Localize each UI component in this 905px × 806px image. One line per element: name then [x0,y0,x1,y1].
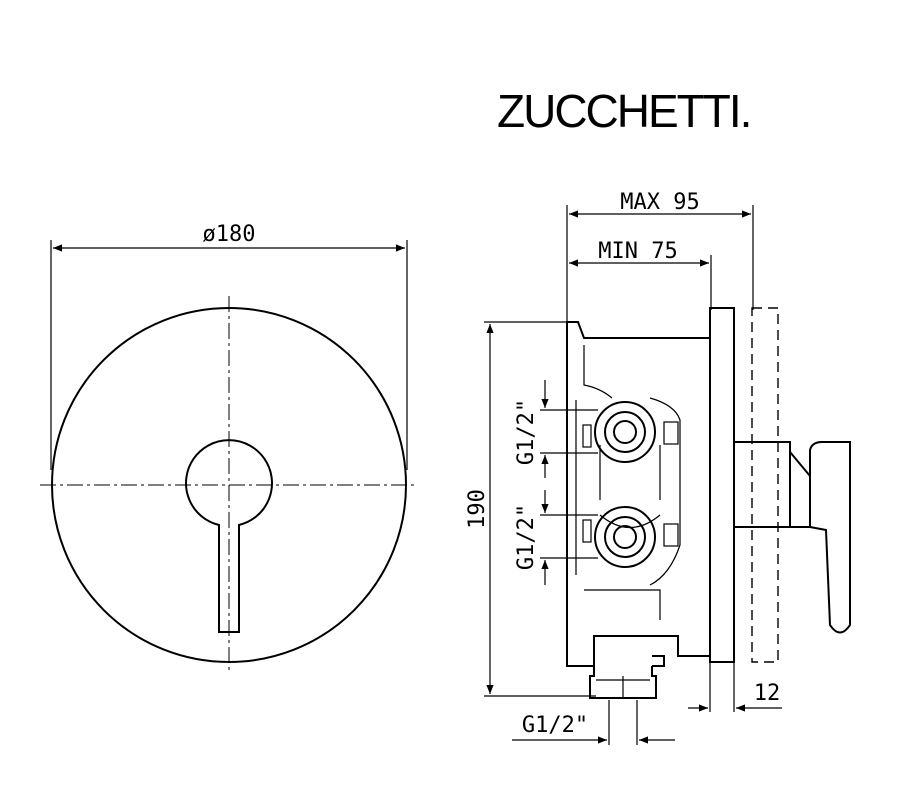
top-inlet-bore [613,420,637,444]
bottom-inlet-middle-ring [604,516,646,558]
port-cap-top [663,421,679,445]
valve-body [566,321,711,667]
bottom-inlet-label: G1/2" [514,504,539,570]
handle-lever-side [809,441,851,634]
bottom-inlet-outer-ring [594,506,656,568]
plate-thickness-label: 12 [754,681,781,706]
outlet-fitting-collar [652,655,665,667]
outlet-label: G1/2" [522,713,588,738]
diameter-label: ø180 [203,222,256,247]
top-inlet-middle-ring [604,411,646,453]
handle-collar [789,451,811,528]
bottom-inlet-bore [613,525,637,549]
wall-plate-max-position [751,307,779,663]
side-slot-bottom [582,519,592,543]
front-view: ø180 [40,222,418,674]
wall-plate [709,307,735,663]
min-depth-label: MIN 75 [598,239,677,264]
max-depth-label: MAX 95 [620,190,699,215]
top-inlet-outer-ring [594,401,656,463]
side-view: MAX 95 MIN 75 190 G1/2" [465,190,851,745]
valve-body-internal [583,345,681,620]
top-inlet-label: G1/2" [514,399,539,465]
handle-lever [185,439,273,633]
brand-logo: ZUCCHETTI. [497,85,750,137]
height-label: 190 [465,489,490,529]
side-slot-top [582,424,592,448]
handle-stem [734,441,791,528]
port-cap-bottom [663,523,679,547]
